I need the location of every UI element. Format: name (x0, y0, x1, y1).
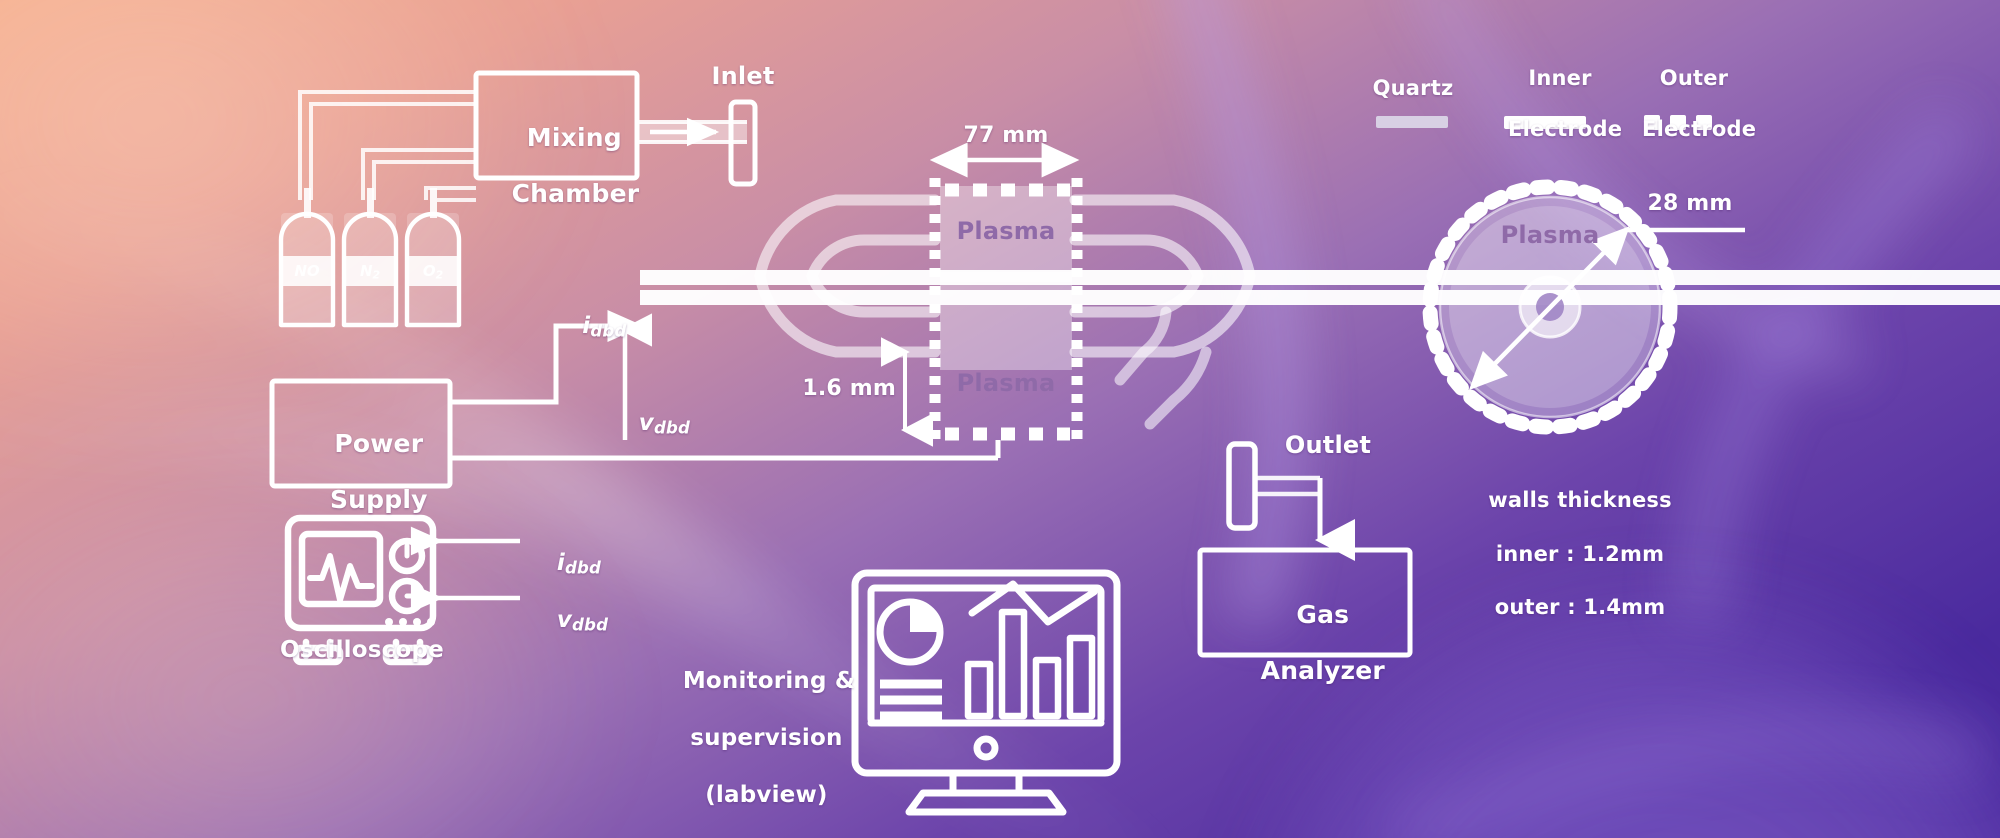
dimension-28mm-label: 28 mm (1647, 191, 1733, 216)
gas-label-n2: N2 (359, 262, 381, 282)
plasma-label-bottom: Plasma (956, 369, 1056, 397)
reactor-cross-section (1422, 179, 1745, 435)
oscilloscope-label: Oscilloscope (280, 637, 444, 663)
oscilloscope-indicator-dots (385, 618, 435, 626)
plasma-label-top: Plasma (956, 217, 1056, 245)
current-symbol-scope: idbd (556, 549, 602, 578)
mixing-chamber-label: Mixing Chamber (511, 123, 640, 208)
voltage-symbol-reactor: vdbd (638, 409, 691, 438)
inlet-fitting (728, 99, 758, 187)
gas-cylinder-group (278, 90, 476, 328)
plasma-region-top (940, 186, 1072, 282)
legend-swatch-quartz (1376, 116, 1448, 128)
power-supply-label: Power Supply (329, 429, 428, 514)
gas-cylinder-no (278, 188, 336, 328)
monitor-list-lines (880, 679, 942, 721)
legend-swatches (1376, 115, 1712, 130)
inner-electrode (640, 270, 2000, 305)
outlet-fitting (1114, 306, 1355, 561)
current-symbol-reactor: idbd (582, 312, 627, 341)
hv-wiring (450, 323, 1001, 461)
cross-section-outer-electrode (1422, 179, 1678, 435)
dimension-28mm-arrow (1468, 226, 1630, 391)
dimension-77mm-label: 77 mm (963, 123, 1049, 148)
voltage-symbol-scope: vdbd (556, 606, 609, 635)
power-supply-box (269, 378, 453, 489)
legend-swatch-inner-electrode (1504, 116, 1586, 129)
gas-feed-lines (298, 90, 476, 202)
monitor-icon (851, 569, 1121, 816)
wall-thickness-note: walls thickness inner : 1.2mm outer : 1.… (1488, 487, 1672, 620)
inlet-label: Inlet (711, 62, 775, 90)
plasma-region-bottom (940, 272, 1072, 370)
gas-cylinder-o2 (404, 188, 462, 328)
gas-analyzer-box (1197, 547, 1413, 658)
gas-analyzer-label: Gas Analyzer (1260, 600, 1385, 685)
gas-label-no: NO (294, 262, 320, 280)
legend-swatch-outer-electrode (1644, 115, 1712, 130)
bar-chart-icon (964, 580, 1098, 720)
pie-chart-icon (876, 598, 944, 666)
cross-section-plasma-label: Plasma (1500, 221, 1600, 249)
oscilloscope-icon (284, 514, 437, 666)
monitoring-label: Monitoring & supervision (labview) (682, 667, 856, 808)
gas-cylinder-n2 (341, 188, 399, 328)
legend-label-outer-electrode: Outer Electrode (1642, 65, 1757, 141)
inlet-pipe (637, 99, 758, 187)
legend-label-quartz: Quartz (1372, 76, 1454, 100)
outlet-label: Outlet (1284, 431, 1372, 459)
gas-label-o2: O2 (422, 262, 444, 282)
mixing-chamber-box (473, 70, 640, 181)
legend-label-inner-electrode: Inner Electrode (1508, 65, 1623, 141)
dimension-16mm-label: 1.6 mm (802, 376, 896, 401)
